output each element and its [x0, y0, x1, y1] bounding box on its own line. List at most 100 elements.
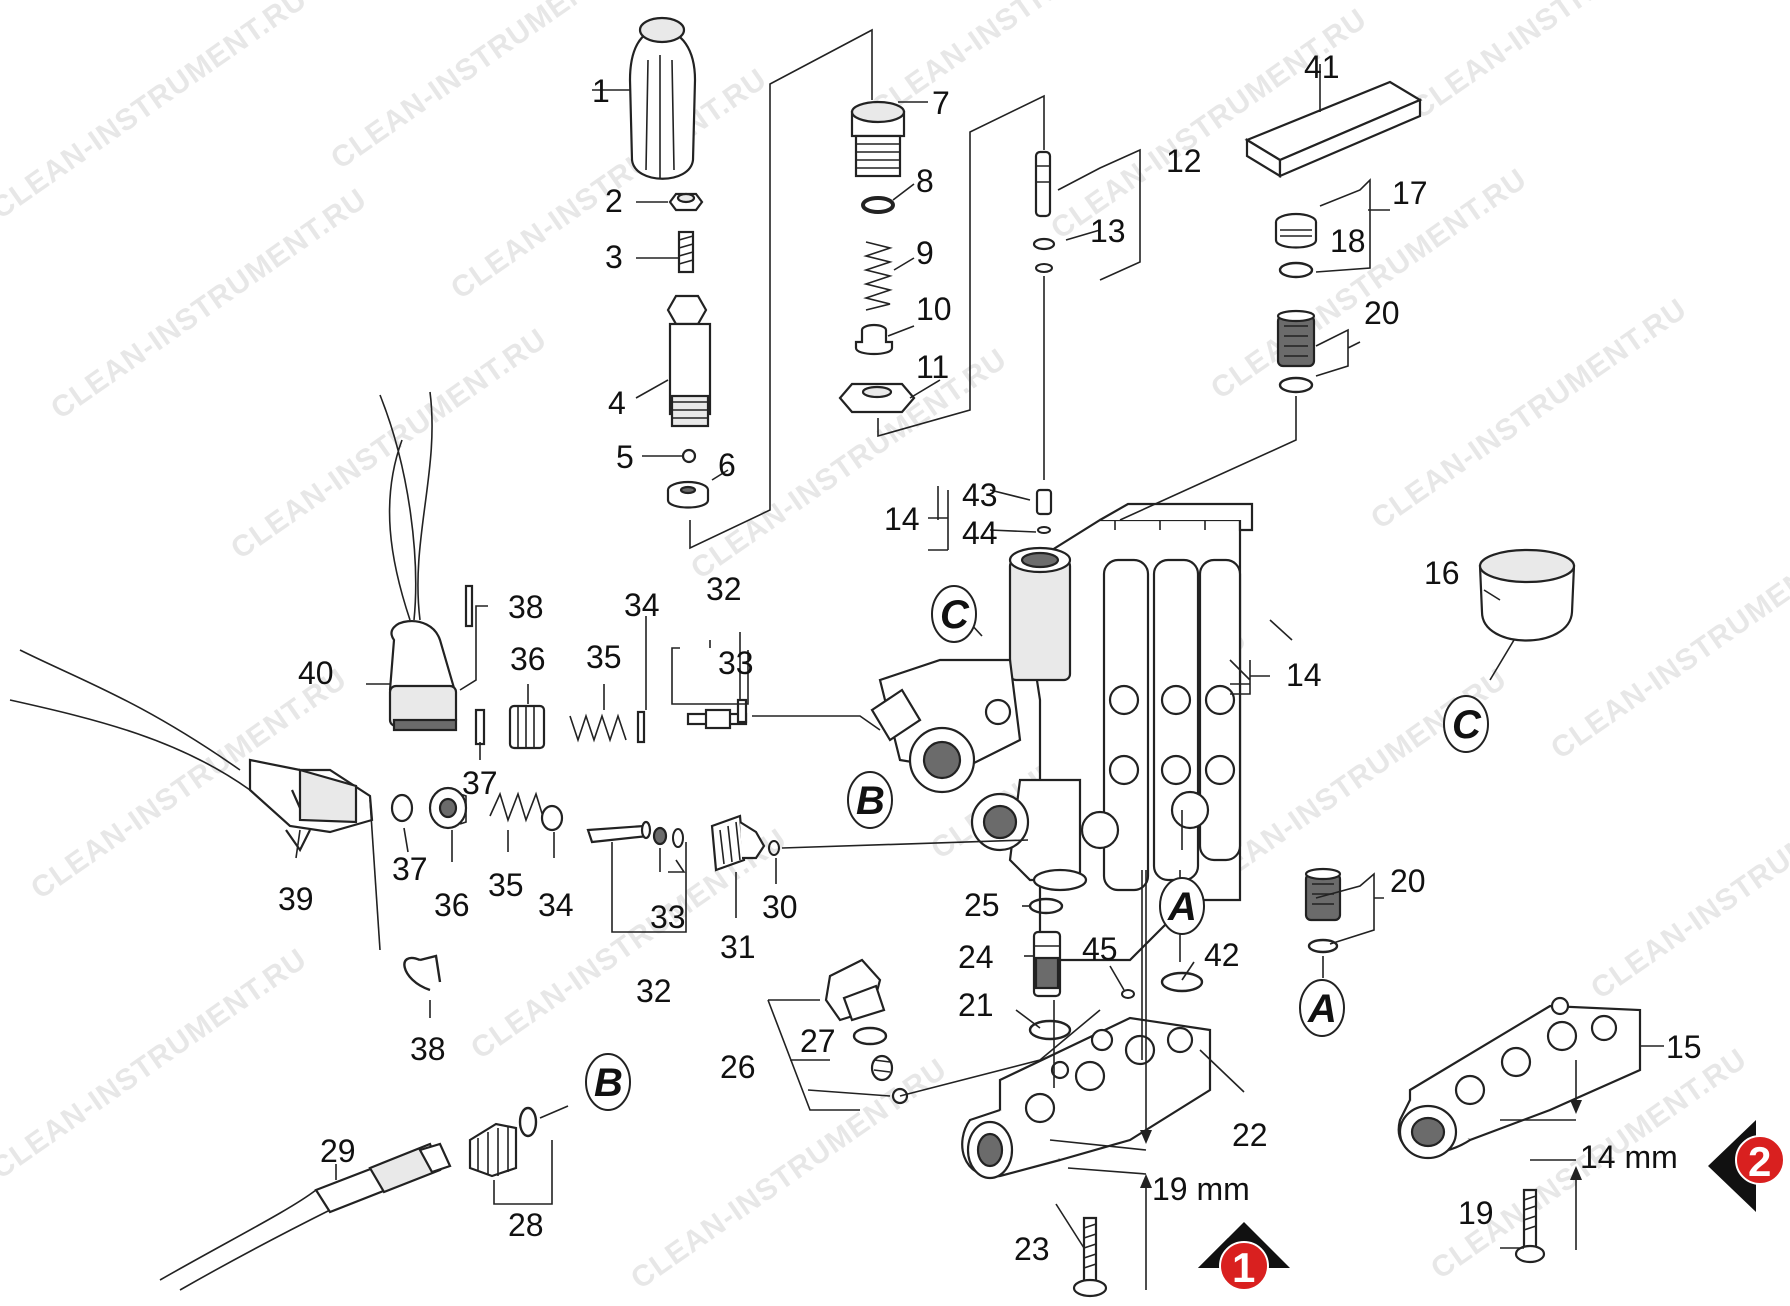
- check-valve-part: [1032, 930, 1062, 998]
- callout-11: 11: [916, 349, 949, 385]
- pin-part: [1034, 150, 1052, 218]
- watermark: CLEAN-INSTRUMENT.RU: [225, 322, 553, 565]
- o-ring-part: [1037, 526, 1051, 534]
- check-valve-part: [1304, 867, 1342, 922]
- callout-21: 21: [958, 987, 994, 1023]
- callout-33: 33: [718, 645, 754, 681]
- bolt-part: [1072, 1216, 1108, 1298]
- o-ring-part: [852, 1026, 888, 1046]
- callout-26: 26: [720, 1049, 756, 1085]
- watermark: CLEAN-INSTRUMENT.RU: [1405, 0, 1733, 126]
- bolt-part: [1514, 1188, 1546, 1264]
- callout-38: 38: [508, 589, 544, 625]
- callout-14: 14: [884, 501, 920, 537]
- callout-15: 15: [1666, 1029, 1702, 1065]
- fitting-part: [850, 100, 906, 178]
- valve-stem-part: [666, 294, 712, 428]
- o-ring-part: [518, 1106, 538, 1138]
- reference-b-body: B: [847, 771, 893, 829]
- callout-14: 14: [1286, 657, 1322, 693]
- callout-6: 6: [718, 447, 736, 483]
- step-2-badge: 2: [1708, 1120, 1785, 1212]
- watermark: CLEAN-INSTRUMENT.RU: [0, 942, 313, 1185]
- coupler-part: [468, 1122, 518, 1178]
- callout-4: 4: [608, 385, 626, 421]
- manifold-part: [1397, 996, 1642, 1160]
- watermark: CLEAN-INSTRUMENT.RU: [0, 0, 313, 226]
- hose-fitting-part: [9, 649, 374, 853]
- o-ring-part: [861, 196, 895, 214]
- adapter-part: [508, 704, 546, 750]
- sleeve-part: [1035, 488, 1053, 516]
- callout-17: 17: [1392, 175, 1428, 211]
- callout-32: 32: [706, 571, 742, 607]
- fitting-part: [824, 958, 886, 1022]
- callout-37: 37: [392, 851, 428, 887]
- spring-part: [489, 791, 545, 823]
- svg-text:B: B: [594, 1061, 623, 1105]
- callout-1: 1: [592, 73, 610, 109]
- watermark: CLEAN-INSTRUMENT.RU: [865, 0, 1193, 126]
- ring-part: [736, 698, 748, 724]
- dimension-14mm: [1500, 1060, 1582, 1250]
- washer-part: [390, 793, 414, 823]
- callout-9: 9: [916, 235, 934, 271]
- callout-45: 45: [1082, 931, 1118, 967]
- callout-20: 20: [1390, 863, 1426, 899]
- ring-part: [636, 710, 646, 744]
- washer-part: [1032, 237, 1056, 251]
- callout-35: 35: [488, 867, 524, 903]
- reference-c-body: C: [931, 585, 977, 643]
- reference-a-body: A: [1159, 877, 1205, 935]
- piston-rod-part: [686, 708, 748, 730]
- svg-text:A: A: [1167, 885, 1197, 929]
- nozzle-part: [710, 814, 766, 872]
- svg-text:2: 2: [1748, 1138, 1771, 1185]
- svg-text:B: B: [856, 779, 885, 823]
- callout-22: 22: [1232, 1117, 1268, 1153]
- dimension-label-14mm: 14 mm: [1580, 1139, 1678, 1175]
- reference-b-hose: B: [585, 1053, 631, 1111]
- callout-34: 34: [538, 887, 574, 923]
- plug-part: [428, 786, 468, 830]
- step-1-badge: 1: [1198, 1222, 1290, 1291]
- callout-2: 2: [605, 183, 623, 219]
- callout-42: 42: [1204, 937, 1240, 973]
- callout-5: 5: [616, 439, 634, 475]
- seal-plate-part: [1244, 80, 1423, 178]
- cap-part: [628, 16, 697, 180]
- o-ring-part: [672, 828, 684, 848]
- callout-30: 30: [762, 889, 798, 925]
- callout-7: 7: [932, 85, 950, 121]
- hose-part: [159, 1142, 452, 1291]
- watermark: CLEAN-INSTRUMENT.RU: [1205, 162, 1533, 405]
- watermark: CLEAN-INSTRUMENT.RU: [45, 182, 373, 425]
- callout-32: 32: [636, 973, 672, 1009]
- threaded-rod-part: [677, 230, 695, 274]
- svg-text:1: 1: [1232, 1244, 1255, 1291]
- watermark: CLEAN-INSTRUMENT.RU: [625, 1052, 953, 1295]
- hex-nut-part: [838, 382, 916, 414]
- watermark: CLEAN-INSTRUMENT.RU: [1545, 522, 1790, 765]
- spring-part: [863, 241, 893, 311]
- plug-part: [1274, 212, 1318, 249]
- spacer-part: [474, 708, 486, 746]
- watermark: CLEAN-INSTRUMENT.RU: [1365, 292, 1693, 535]
- callout-36: 36: [434, 887, 470, 923]
- callout-20: 20: [1364, 295, 1400, 331]
- nut-part: [668, 192, 704, 212]
- svg-text:A: A: [1307, 987, 1337, 1031]
- screw-part: [870, 1054, 894, 1082]
- callout-16: 16: [1424, 555, 1460, 591]
- clip-part: [403, 954, 442, 992]
- dimension-19mm: [1049, 870, 1152, 1290]
- washer-part: [540, 804, 564, 832]
- spring-part: [569, 713, 627, 743]
- callout-39: 39: [278, 881, 314, 917]
- o-ring-part: [1278, 376, 1314, 394]
- callout-31: 31: [720, 929, 756, 965]
- o-ring-part: [1028, 1019, 1072, 1041]
- callout-19: 19: [1458, 1195, 1494, 1231]
- callout-35: 35: [586, 639, 622, 675]
- ring-part: [652, 826, 668, 846]
